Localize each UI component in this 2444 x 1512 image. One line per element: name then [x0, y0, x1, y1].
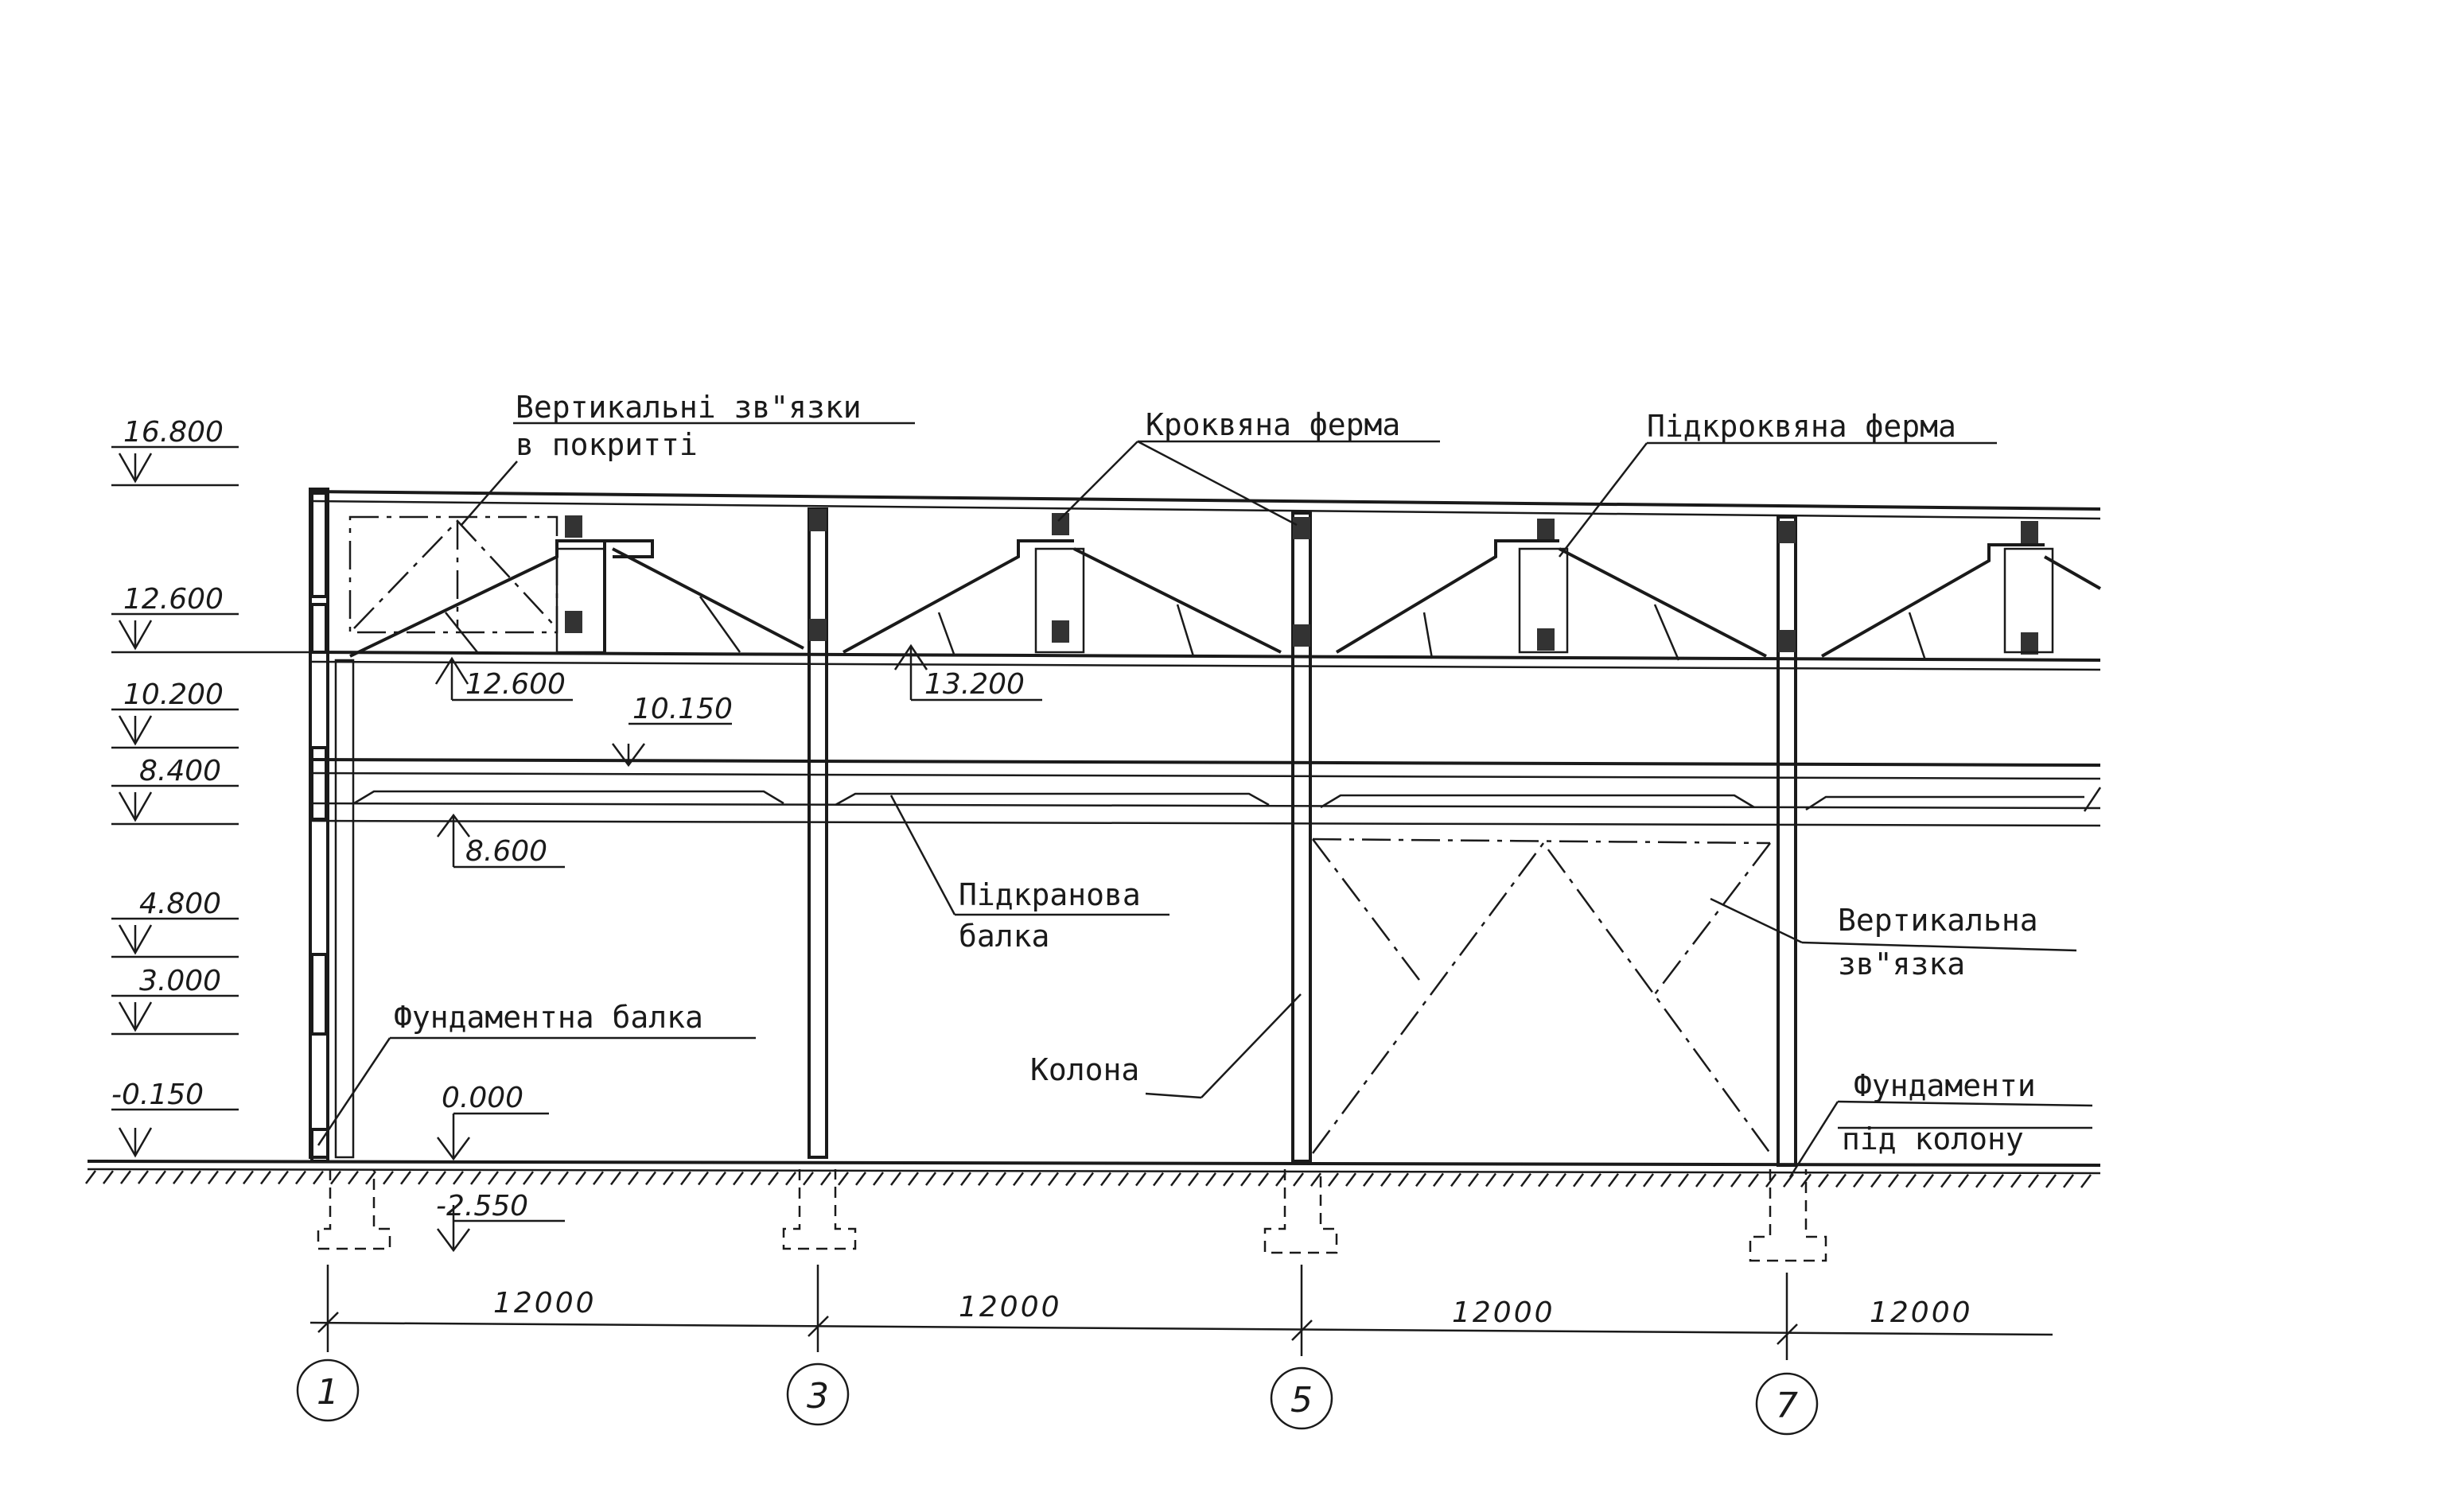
roof-bracing [348, 515, 558, 634]
axis-bubble-5 [1270, 1366, 1333, 1430]
axis-label-5: 5 [1290, 1380, 1313, 1421]
elev-3000: 3.000 [139, 965, 221, 997]
axis-bubble-3 [786, 1362, 850, 1426]
label-vertical-bracing-1: Вертикальна [1838, 903, 2038, 938]
label-crane-beam-2: балка [959, 919, 1049, 954]
label-foundations-1: Фундаменти [1854, 1068, 2036, 1103]
elev-crane-10150: 10.150 [632, 693, 733, 725]
elev-truss-13200: 13.200 [924, 668, 1025, 701]
label-column: Колона [1030, 1052, 1139, 1087]
column-axis-1-inner [334, 659, 355, 1159]
structure [85, 422, 2102, 1436]
elev-12600: 12.600 [123, 583, 224, 616]
elev-minus-0150: -0.150 [111, 1079, 204, 1111]
foundations [317, 1169, 1827, 1262]
span-5-7: 12000 [1452, 1296, 1555, 1329]
dimension-line [309, 1265, 2053, 1360]
column-axis-1 [309, 488, 329, 1159]
label-vertical-bracing-2: зв"язка [1838, 946, 1965, 981]
callout-labels: Вертикальні зв"язки в покритті Кроквяна … [394, 390, 2038, 1156]
elev-10200: 10.200 [123, 678, 224, 711]
span-1-3: 12000 [493, 1287, 597, 1320]
wall-panels [310, 492, 329, 1163]
label-rafter-truss: Кроквяна ферма [1146, 407, 1400, 442]
column-axis-5 [1291, 511, 1312, 1163]
leaders [317, 422, 2093, 1178]
inner-elevation-labels: 12.600 13.200 10.150 8.600 0.000 -2.550 [436, 668, 1025, 1222]
axis-label-3: 3 [807, 1376, 829, 1417]
crane-beams [353, 787, 2102, 812]
elev-truss-12600: 12.600 [465, 668, 566, 701]
axis-label-1: 1 [317, 1372, 339, 1413]
label-vertical-bracing-roof-2: в покритті [516, 427, 698, 462]
elev-foundation-2550: -2.550 [436, 1190, 528, 1222]
column-axis-7 [1777, 515, 1797, 1167]
truss-nodes [565, 509, 2038, 655]
axis-bubbles [296, 1358, 1819, 1436]
left-elevation-labels: 16.800 12.600 10.200 8.400 4.800 3.000 -… [111, 416, 224, 1111]
label-foundations-2: під колону [1842, 1121, 2024, 1156]
axis-label-7: 7 [1776, 1386, 1798, 1426]
column-axis-3 [808, 507, 828, 1159]
wall-bracing [1311, 838, 1772, 1154]
ground [85, 1160, 2101, 1188]
elev-floor-0000: 0.000 [442, 1082, 523, 1114]
inner-elevation-marks [434, 643, 1042, 1253]
elev-4800: 4.800 [139, 888, 221, 920]
elev-crane-beam-8600: 8.600 [465, 835, 547, 868]
axis-bubble-7 [1755, 1372, 1819, 1436]
span-dimensions: 12000 12000 12000 12000 [493, 1287, 1973, 1329]
axis-labels: 1 3 5 7 [317, 1372, 1798, 1426]
elev-16800: 16.800 [123, 416, 224, 449]
label-vertical-bracing-roof-1: Вертикальні зв"язки [516, 390, 862, 425]
left-elevation-marks [111, 445, 310, 1158]
span-3-5: 12000 [959, 1291, 1062, 1323]
label-foundation-beam: Фундаментна балка [394, 1000, 703, 1035]
span-7-end: 12000 [1870, 1296, 1973, 1329]
rafter-trusses [349, 539, 2101, 661]
label-sub-rafter-truss: Підкроквяна ферма [1647, 409, 1956, 444]
label-crane-beam-1: Підкранова [959, 877, 1141, 912]
axis-bubble-1 [296, 1358, 360, 1422]
elev-8400: 8.400 [139, 755, 221, 787]
